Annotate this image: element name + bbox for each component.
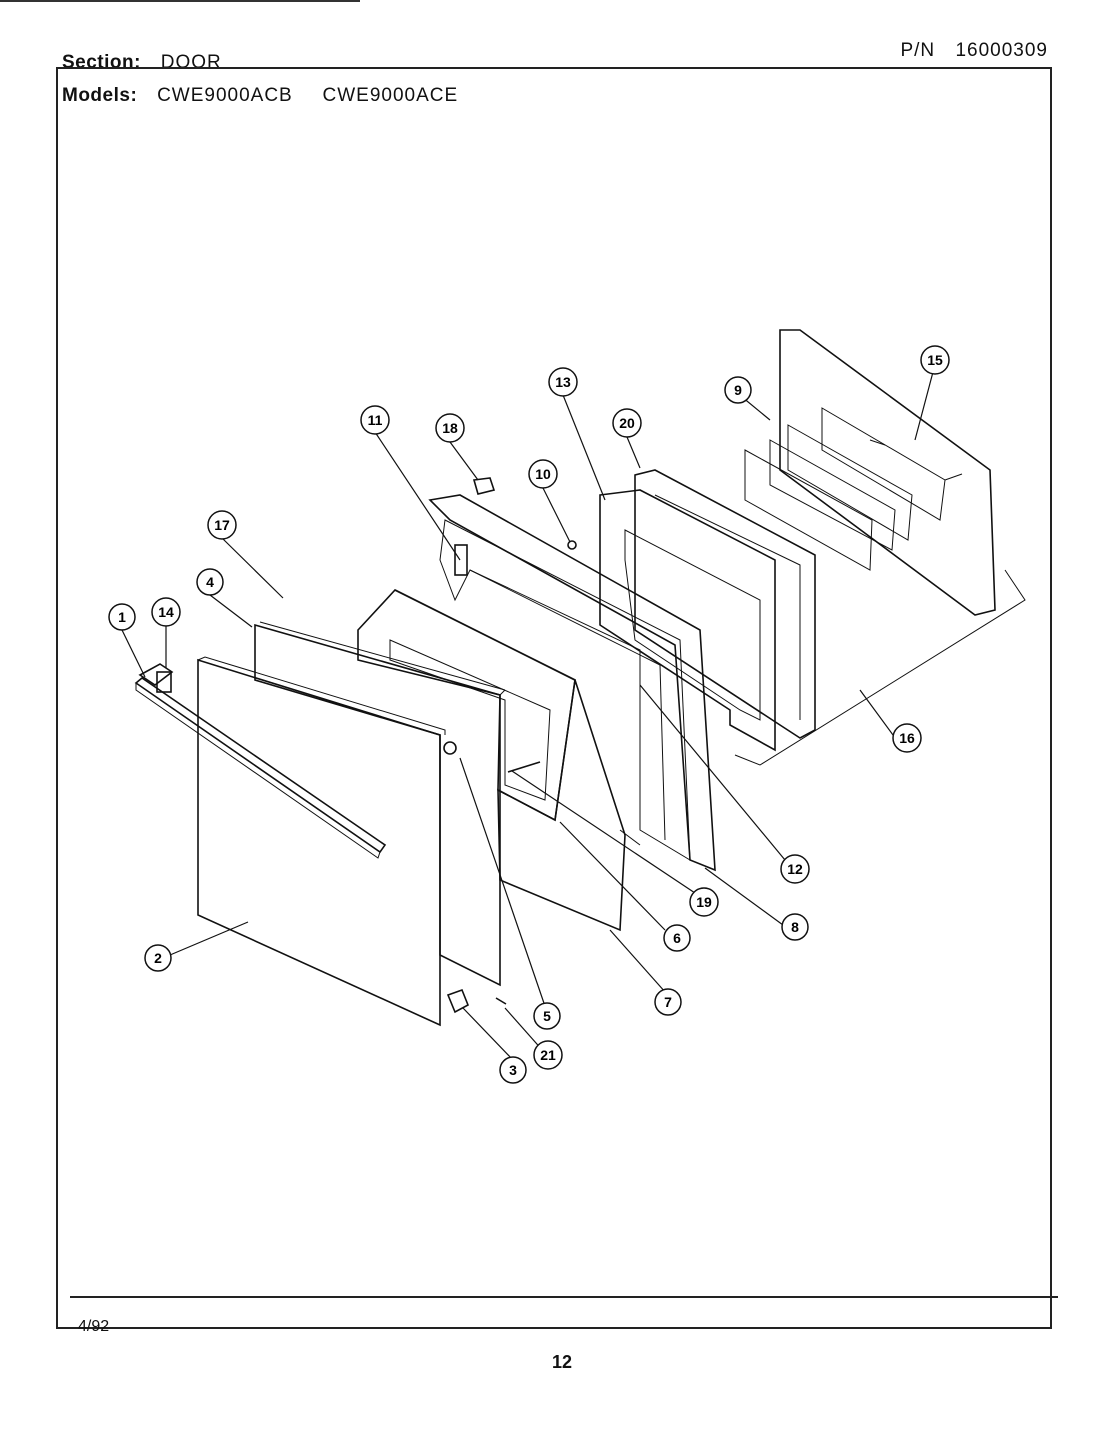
models-label: Models: [62,85,138,106]
callout-13: 13 [548,367,578,397]
door-liner [254,621,506,987]
svg-text:17: 17 [214,517,230,533]
inner-door-panel [394,589,641,932]
svg-text:10: 10 [535,466,551,482]
glass-pack-20 [634,469,816,739]
svg-text:20: 20 [619,415,635,431]
svg-text:7: 7 [664,994,672,1010]
top-rule [0,0,360,2]
callout-1: 1 [108,603,136,631]
spring-19 [507,761,541,773]
svg-text:12: 12 [787,861,803,877]
callout-12: 12 [780,854,810,884]
pn-label: P/N [900,40,936,61]
callout-18: 18 [435,413,465,443]
svg-text:16: 16 [899,730,915,746]
door-pin [443,741,457,755]
door-frame [428,494,716,872]
svg-text:2: 2 [154,950,162,966]
bracket-16 [734,569,1026,766]
svg-text:1: 1 [118,609,126,625]
clip-18 [472,477,496,495]
model-2: CWE9000ACE [322,85,459,106]
footer-rule [70,1296,1058,1332]
latch-11 [454,544,468,576]
svg-text:13: 13 [555,374,571,390]
door-handle [134,663,387,859]
screw-21 [495,997,507,1005]
callout-19: 19 [689,887,719,917]
grommet-10 [567,540,577,550]
outer-door-panel [197,656,446,1027]
callout-16: 16 [892,723,922,753]
model-1: CWE9000ACB [157,85,293,106]
models-heading: Models: CWE9000ACB CWE9000ACE [62,85,458,107]
pn-value: 16000309 [955,40,1048,61]
callout-8: 8 [781,913,809,941]
callout-14: 14 [151,597,181,627]
part-number: P/N 16000309 [900,40,1048,62]
rear-glass-assembly [744,329,996,616]
svg-text:15: 15 [927,352,943,368]
revision-date: 4/92 [78,1318,110,1335]
svg-text:18: 18 [442,420,458,436]
svg-text:11: 11 [368,412,383,428]
callout-9: 9 [724,376,752,404]
svg-text:5: 5 [543,1008,551,1024]
svg-text:8: 8 [791,919,799,935]
svg-text:6: 6 [673,930,681,946]
leader-lines [121,371,934,1061]
callout-5: 5 [533,1002,561,1030]
callout-2: 2 [144,944,172,972]
diagram-frame [56,67,1052,1329]
callout-11: 11 [360,405,390,435]
callout-3: 3 [499,1056,527,1084]
door-insulation [357,589,576,822]
page-number: 12 [552,1352,573,1372]
svg-text:9: 9 [734,382,742,398]
window-frame-13 [599,489,776,752]
svg-text:21: 21 [540,1047,556,1063]
handle-bracket [156,671,172,693]
hinge-receptacle [446,988,470,1014]
svg-text:14: 14 [158,604,174,620]
callout-15: 15 [920,345,950,375]
callout-10: 10 [528,459,558,489]
callout-21: 21 [533,1040,563,1070]
callout-20: 20 [612,408,642,438]
svg-text:19: 19 [696,894,712,910]
svg-text:4: 4 [206,574,214,590]
callout-17: 17 [207,510,237,540]
svg-text:3: 3 [509,1062,517,1078]
callout-4: 4 [196,568,224,596]
callout-6: 6 [663,924,691,952]
callout-7: 7 [654,988,682,1016]
